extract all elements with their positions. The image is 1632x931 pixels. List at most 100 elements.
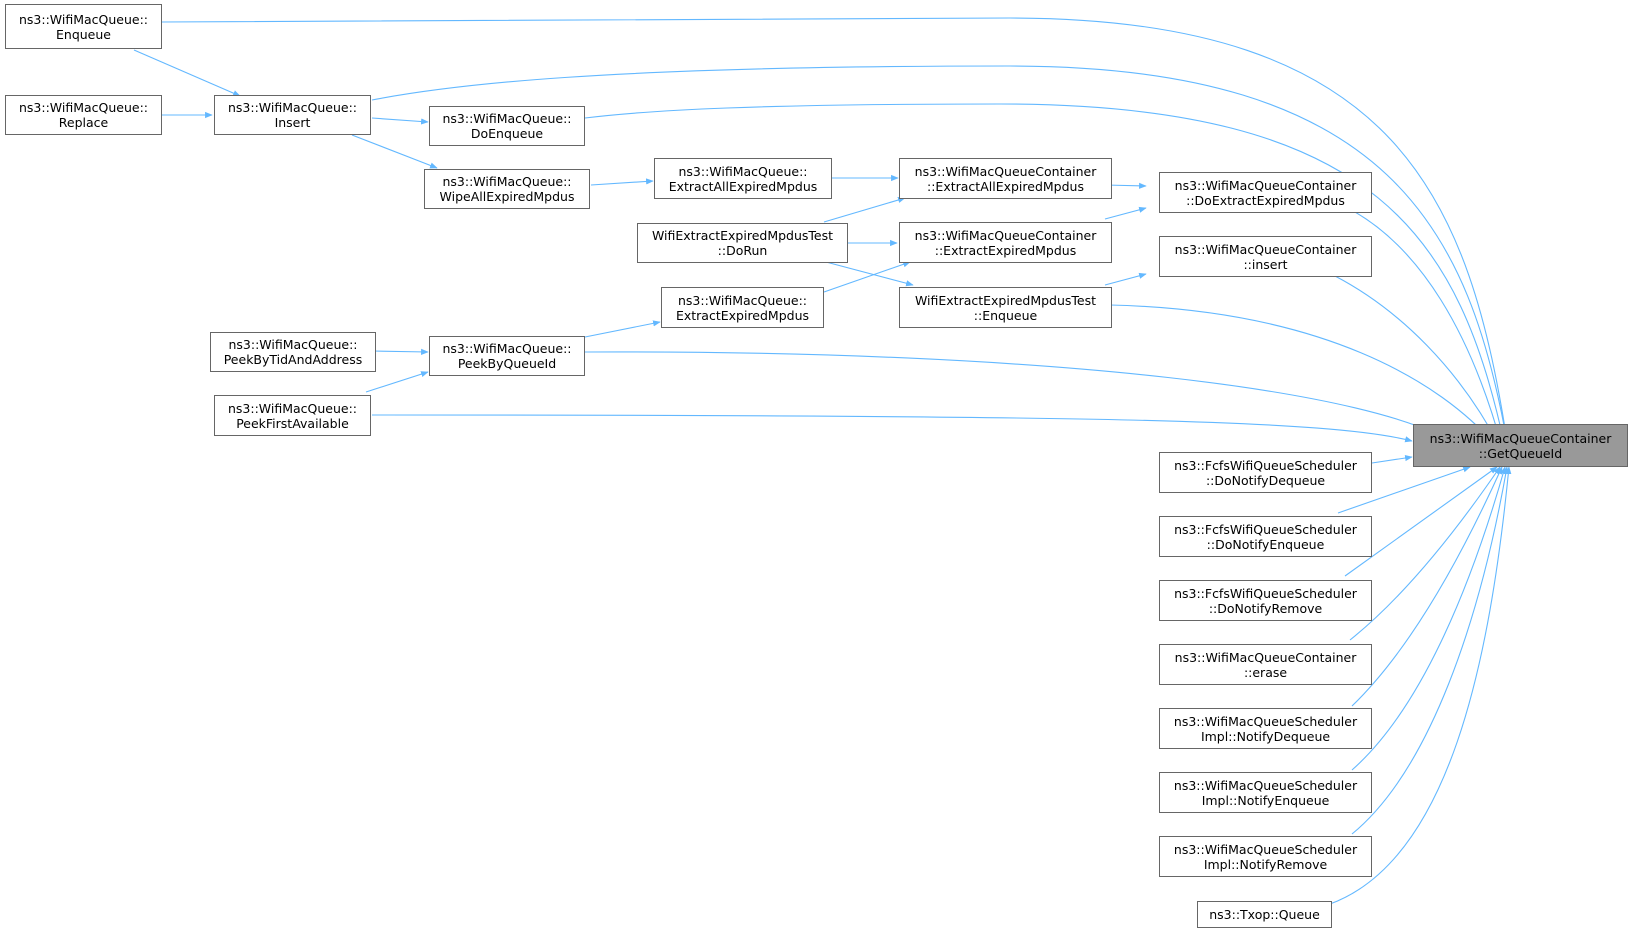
node-line: ns3::WifiMacQueueContainer bbox=[1174, 241, 1357, 257]
node-wifimacqueue-peekbyqueueid[interactable]: ns3::WifiMacQueue:: PeekByQueueId bbox=[429, 336, 585, 376]
node-wifimacqueue-extractallexpiredmpdus[interactable]: ns3::WifiMacQueue:: ExtractAllExpiredMpd… bbox=[654, 158, 832, 199]
node-test-enqueue[interactable]: WifiExtractExpiredMpdusTest ::Enqueue bbox=[899, 287, 1112, 328]
edge-peekbytid-to-peekbyqid bbox=[371, 348, 429, 355]
node-scheduler-notifyenqueue[interactable]: ns3::WifiMacQueueScheduler Impl::NotifyE… bbox=[1159, 772, 1372, 813]
node-fcfs-donotifyremove[interactable]: ns3::FcfsWifiQueueScheduler ::DoNotifyRe… bbox=[1159, 580, 1372, 621]
node-line: ns3::WifiMacQueueContainer bbox=[914, 227, 1097, 243]
edge-testenqueue-to-cinsert bbox=[1104, 272, 1147, 286]
edge-peekfirst-to-target bbox=[371, 414, 1413, 443]
node-line: ::ExtractExpiredMpdus bbox=[934, 242, 1077, 258]
node-line: ns3::WifiMacQueueScheduler bbox=[1173, 713, 1358, 729]
node-line: DoEnqueue bbox=[470, 126, 544, 141]
node-line: Insert bbox=[274, 115, 311, 130]
node-line: WipeAllExpiredMpdus bbox=[439, 189, 575, 204]
node-line: ns3::WifiMacQueueScheduler bbox=[1173, 841, 1358, 857]
node-fcfs-donotifyenqueue[interactable]: ns3::FcfsWifiQueueScheduler ::DoNotifyEn… bbox=[1159, 516, 1372, 557]
node-line: ns3::WifiMacQueue:: bbox=[227, 400, 358, 416]
edge-peekbyqid-to-extract bbox=[584, 320, 661, 338]
node-line: ns3::WifiMacQueue:: bbox=[442, 341, 572, 356]
edge-fcfsdequeue-to-target bbox=[1371, 454, 1413, 464]
node-line: ns3::WifiMacQueue:: bbox=[442, 111, 572, 126]
node-scheduler-notifyremove[interactable]: ns3::WifiMacQueueScheduler Impl::NotifyR… bbox=[1159, 836, 1372, 877]
node-line: ::DoExtractExpiredMpdus bbox=[1186, 192, 1345, 208]
edge-dorun-to-cextractall bbox=[823, 197, 906, 223]
edge-insert-to-target bbox=[371, 65, 1510, 448]
edge-scheddequeue-to-target bbox=[1351, 466, 1503, 707]
edge-schedenqueue-to-target bbox=[1351, 466, 1507, 771]
edge-cerase-to-target bbox=[1349, 466, 1501, 641]
node-line: ::DoNotifyDequeue bbox=[1205, 472, 1326, 488]
edge-enqueue-to-target bbox=[159, 17, 1510, 448]
node-line: Impl::NotifyDequeue bbox=[1200, 728, 1331, 744]
node-container-doextractexpiredmpdus[interactable]: ns3::WifiMacQueueContainer ::DoExtractEx… bbox=[1159, 172, 1372, 213]
edge-cdoextract-to-target bbox=[1354, 211, 1504, 448]
node-container-insert[interactable]: ns3::WifiMacQueueContainer ::insert bbox=[1159, 236, 1372, 277]
edge-insert-to-wipe bbox=[351, 134, 438, 169]
edge-insert-to-doenqueue bbox=[371, 117, 429, 125]
node-txop-queue[interactable]: ns3::Txop::Queue bbox=[1197, 901, 1332, 928]
node-line: Impl::NotifyEnqueue bbox=[1201, 792, 1330, 808]
edge-peekbyqid-to-target bbox=[584, 351, 1461, 448]
node-line: ns3::WifiMacQueue:: bbox=[678, 163, 808, 179]
node-line: PeekByQueueId bbox=[457, 356, 557, 371]
node-container-extractexpiredmpdus[interactable]: ns3::WifiMacQueueContainer ::ExtractExpi… bbox=[899, 222, 1112, 263]
node-line: ns3::WifiMacQueue:: bbox=[442, 174, 572, 189]
node-line: ns3::WifiMacQueueScheduler bbox=[1173, 777, 1358, 793]
node-line: WifiExtractExpiredMpdusTest bbox=[914, 292, 1097, 308]
node-line: PeekFirstAvailable bbox=[236, 415, 349, 431]
edge-wipe-to-extractall bbox=[590, 178, 654, 186]
node-line: ::DoNotifyRemove bbox=[1208, 600, 1323, 616]
node-test-dorun[interactable]: WifiExtractExpiredMpdusTest ::DoRun bbox=[637, 223, 848, 263]
edge-txop-to-target bbox=[1329, 466, 1512, 905]
edge-cextract-to-cdoextract bbox=[1104, 206, 1147, 220]
node-line: ::ExtractAllExpiredMpdus bbox=[927, 178, 1084, 194]
node-wifimacqueue-extractexpiredmpdus[interactable]: ns3::WifiMacQueue:: ExtractExpiredMpdus bbox=[661, 287, 824, 328]
node-line: ns3::FcfsWifiQueueScheduler bbox=[1174, 457, 1357, 473]
edge-testenqueue-to-target bbox=[1109, 304, 1498, 448]
node-container-extractallexpiredmpdus[interactable]: ns3::WifiMacQueueContainer ::ExtractAllE… bbox=[899, 158, 1112, 199]
node-wifimacqueue-doenqueue[interactable]: ns3::WifiMacQueue:: DoEnqueue bbox=[429, 106, 585, 146]
node-line: ns3::WifiMacQueue:: bbox=[228, 337, 358, 352]
node-wifimacqueue-peekfirstavailable[interactable]: ns3::WifiMacQueue:: PeekFirstAvailable bbox=[214, 395, 371, 436]
node-line: ::GetQueueId bbox=[1478, 445, 1563, 461]
edge-enqueue-to-insert bbox=[133, 49, 241, 97]
node-line: ns3::WifiMacQueue:: bbox=[18, 100, 149, 115]
edge-extract-to-cextract bbox=[823, 261, 911, 293]
node-line: ns3::WifiMacQueueContainer bbox=[914, 163, 1097, 179]
node-line: PeekByTidAndAddress bbox=[223, 352, 363, 367]
edge-dorun-to-testenqueue bbox=[825, 261, 914, 287]
node-fcfs-donotifydequeue[interactable]: ns3::FcfsWifiQueueScheduler ::DoNotifyDe… bbox=[1159, 452, 1372, 493]
node-wifimacqueue-enqueue[interactable]: ns3::WifiMacQueue:: Enqueue bbox=[5, 4, 162, 49]
node-line: ExtractExpiredMpdus bbox=[675, 307, 810, 323]
node-get-queue-id: ns3::WifiMacQueueContainer ::GetQueueId bbox=[1413, 424, 1628, 467]
node-wifimacqueue-insert[interactable]: ns3::WifiMacQueue:: Insert bbox=[214, 95, 371, 135]
node-line: WifiExtractExpiredMpdusTest bbox=[651, 228, 834, 243]
node-line: Impl::NotifyRemove bbox=[1203, 856, 1328, 872]
node-line: ExtractAllExpiredMpdus bbox=[668, 178, 818, 194]
edge-cinsert-to-target bbox=[1334, 275, 1501, 448]
node-line: Replace bbox=[58, 115, 109, 130]
node-line: ::insert bbox=[1243, 256, 1288, 272]
node-line: Enqueue bbox=[56, 26, 111, 42]
node-scheduler-notifydequeue[interactable]: ns3::WifiMacQueueScheduler Impl::NotifyD… bbox=[1159, 708, 1372, 749]
node-wifimacqueue-replace[interactable]: ns3::WifiMacQueue:: Replace bbox=[5, 95, 162, 135]
node-line: ns3::Txop::Queue bbox=[1209, 907, 1320, 922]
edge-peekfirst-to-peekbyqid bbox=[365, 371, 429, 393]
node-line: ns3::WifiMacQueue:: bbox=[18, 11, 149, 27]
node-line: ns3::WifiMacQueue:: bbox=[677, 292, 808, 308]
node-line: ns3::FcfsWifiQueueScheduler bbox=[1174, 585, 1357, 601]
node-line: ns3::WifiMacQueue:: bbox=[227, 100, 358, 115]
edge-schedremove-to-target bbox=[1351, 466, 1509, 835]
edge-fcfsenqueue-to-target bbox=[1337, 466, 1471, 514]
node-line: ns3::WifiMacQueueContainer bbox=[1174, 649, 1357, 665]
node-wifimacqueue-wipeallexpiredmpdus[interactable]: ns3::WifiMacQueue:: WipeAllExpiredMpdus bbox=[424, 169, 590, 209]
node-line: ns3::WifiMacQueueContainer bbox=[1429, 430, 1612, 446]
node-line: ns3::FcfsWifiQueueScheduler bbox=[1174, 521, 1357, 537]
node-line: ns3::WifiMacQueueContainer bbox=[1174, 177, 1357, 193]
node-container-erase[interactable]: ns3::WifiMacQueueContainer ::erase bbox=[1159, 644, 1372, 685]
edge-doenqueue-to-target bbox=[584, 103, 1507, 448]
node-wifimacqueue-peekbytidandaddress[interactable]: ns3::WifiMacQueue:: PeekByTidAndAddress bbox=[210, 332, 376, 372]
node-line: ::DoRun bbox=[717, 243, 768, 258]
node-line: ::Enqueue bbox=[973, 307, 1038, 323]
